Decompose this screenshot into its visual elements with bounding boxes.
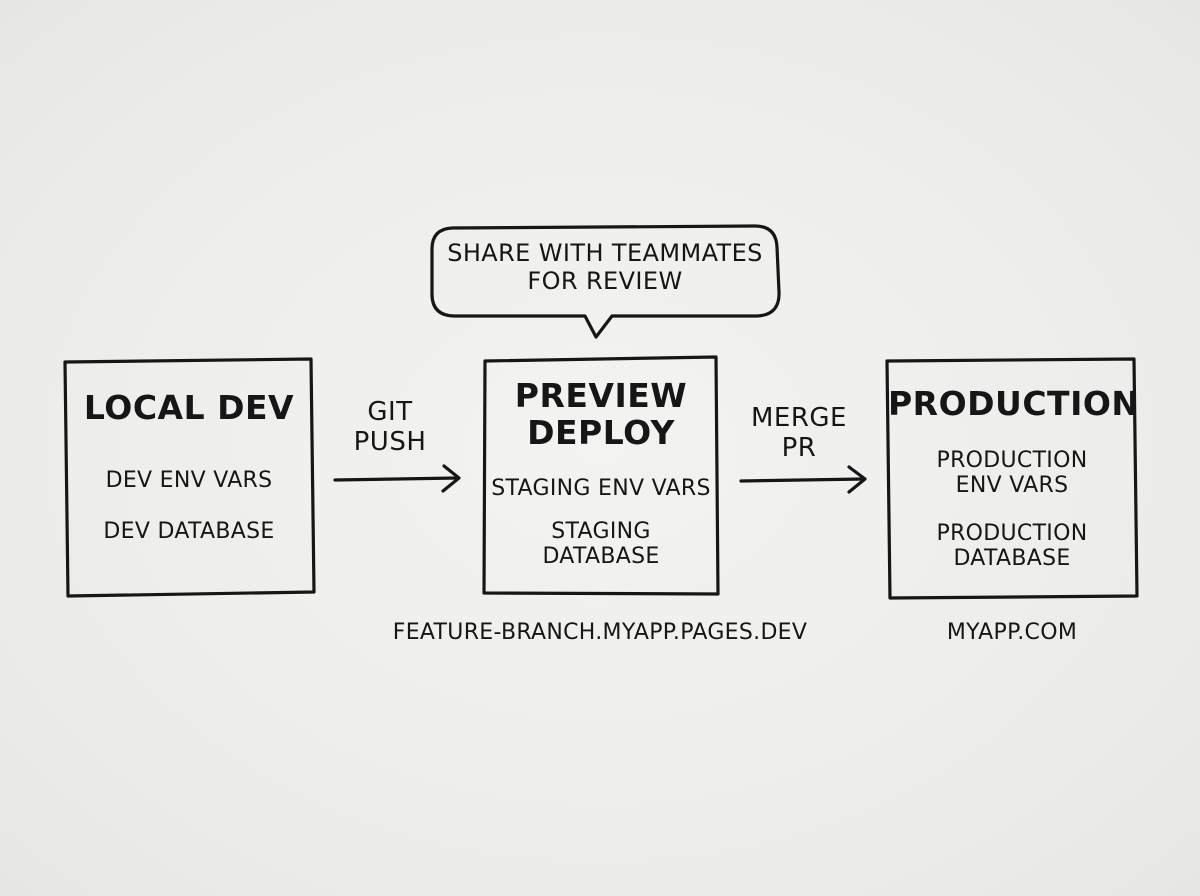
merge-pr-line-2: PR <box>781 432 817 463</box>
merge-pr-label: MERGE PR <box>740 403 858 464</box>
production-env-vars-line-2: ENV VARS <box>955 473 1069 499</box>
production-title: PRODUCTION <box>888 384 1140 423</box>
production-database: PRODUCTION DATABASE <box>888 521 1136 572</box>
local-dev-env-vars: DEV ENV VARS <box>105 468 273 493</box>
local-dev-title: LOCAL DEV <box>83 388 295 427</box>
preview-staging-database-line-2: DATABASE <box>542 544 660 570</box>
production-database-line-2: DATABASE <box>953 546 1071 572</box>
production-url: MYAPP.COM <box>946 620 1078 645</box>
local-dev-database: DEV DATABASE <box>103 519 275 544</box>
merge-pr-arrow-shaft <box>739 477 866 483</box>
git-push-line-2: PUSH <box>353 426 427 457</box>
preview-url: FEATURE-BRANCH.MYAPP.PAGES.DEV <box>392 620 808 645</box>
preview-staging-database: STAGING DATABASE <box>485 519 717 570</box>
preview-deploy-box <box>482 355 720 596</box>
production-env-vars-line-1: PRODUCTION <box>936 448 1088 473</box>
callout-text: SHARE WITH TEAMMATES FOR REVIEW <box>432 239 778 295</box>
git-push-arrow-head <box>441 464 461 493</box>
git-push-line-1: GIT <box>367 397 413 427</box>
production-box <box>885 357 1139 600</box>
merge-pr-arrow-head <box>847 465 867 494</box>
callout-bubble <box>430 224 781 339</box>
local-dev-box <box>63 357 316 598</box>
preview-deploy-title-line-2: DEPLOY <box>527 412 675 452</box>
callout-line-2: FOR REVIEW <box>527 266 683 295</box>
git-push-label: GIT PUSH <box>345 397 435 458</box>
production-database-line-1: PRODUCTION <box>936 521 1088 546</box>
preview-deploy-title-line-1: PREVIEW <box>514 376 688 415</box>
git-push-arrow-shaft <box>333 476 460 482</box>
preview-staging-env-vars: STAGING ENV VARS <box>491 476 711 501</box>
preview-staging-database-line-1: STAGING <box>551 519 651 544</box>
production-env-vars: PRODUCTION ENV VARS <box>888 448 1136 499</box>
preview-deploy-title: PREVIEW DEPLOY <box>485 376 717 452</box>
callout-line-1: SHARE WITH TEAMMATES <box>447 239 763 267</box>
merge-pr-line-1: MERGE <box>750 403 847 433</box>
